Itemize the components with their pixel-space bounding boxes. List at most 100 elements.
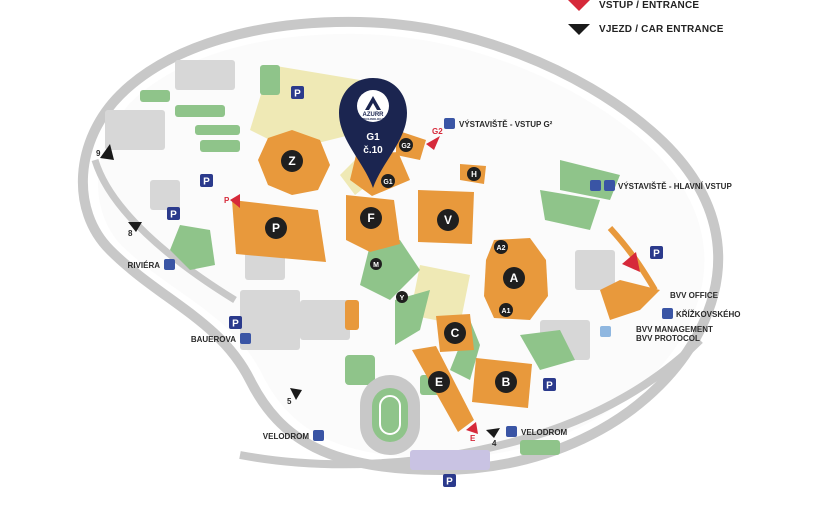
tram-icon [444,118,455,129]
car-entrance-5-icon [290,388,302,400]
car-entrance-8-label: 8 [128,229,133,238]
car-entrance-4-label: 4 [492,439,497,448]
legend-entrance: VSTUP / ENTRANCE [568,0,699,11]
entrance-p-label: P [224,196,230,205]
parking-icon: P [650,246,663,260]
marker-a1-label: A1 [502,308,511,315]
svg-text:P: P [294,89,301,100]
label-vystaviste-g2: VÝSTAVIŠTĚ - VSTUP G² [459,120,553,129]
marker-m-badge [370,258,382,270]
entrance-p-icon [230,194,240,208]
marker-y-label: Y [400,295,405,302]
outer-ring-road [77,16,724,476]
marker-y-badge [396,291,408,303]
marker-a1-badge [499,303,513,317]
tram-icon [506,426,517,437]
parking-icon: P [543,378,556,392]
svg-text:P: P [446,477,453,488]
car-entrance-9-label: 9 [96,149,101,158]
street-labels: VÝSTAVIŠTĚ - VSTUP G² VÝSTAVIŠTĚ - HLAVN… [128,120,741,441]
hall-p-badge [265,217,287,239]
parking-signs: P P P P P P P [167,86,663,488]
tram-icon [600,326,611,337]
tram-icon [313,430,324,441]
marker-h-label: H [471,170,477,179]
left-road [91,158,237,303]
entrance-g2-label: G2 [432,127,443,136]
label-velodrom-left: VELODROM [263,432,310,441]
hall-c-badge [444,322,466,344]
svg-text:P: P [653,249,660,260]
hall-z-badge [281,150,303,172]
hall-b-badge [495,371,517,393]
legend-entrance-label: VSTUP / ENTRANCE [599,0,700,11]
hall-e-label: E [435,375,443,389]
marker-g1-label: G1 [383,179,392,186]
parking-icon: P [200,174,213,188]
marker-h-badge [467,167,481,181]
marker-g2-badge [399,138,413,152]
car-entrance-8-icon [128,222,142,232]
hall-z-label: Z [288,154,295,168]
tram-icon [164,259,175,270]
hall-f-label: F [367,211,374,225]
marker-m-label: M [373,262,379,269]
label-krizkovskeho: KŘÍŽKOVSKÉHO [676,310,740,319]
hall-v-label: V [444,213,452,227]
parking-icon: P [443,474,456,488]
marker-g1-badge [381,174,395,188]
label-riviera: RIVIÉRA [128,261,161,270]
marker-g2-label: G2 [401,143,410,150]
legend-car-entrance-label: VJEZD / CAR ENTRANCE [599,24,724,35]
logo-text: AZURR [363,112,385,118]
logo-subtext: TECHNOLOGY [362,117,383,121]
hall-f-badge [360,207,382,229]
entrance-e-icon [466,422,478,434]
hall-p-label: P [272,221,280,235]
marker-a2-badge [494,240,508,254]
label-vystaviste-main: VÝSTAVIŠTĚ - HLAVNÍ VSTUP [618,182,732,191]
legend-car-entrance: VJEZD / CAR ENTRANCE [568,24,724,35]
location-pin[interactable]: AZURR TECHNOLOGY G1 č.10 [339,78,407,188]
hall-c-label: C [451,326,460,340]
label-bvv-office: BVV OFFICE [670,291,719,300]
pin-hall-label: G1 [366,132,380,143]
label-bvv-protocol: BVV PROTOCOL [636,334,700,343]
tram-icon [590,180,601,191]
pin-stand-label: č.10 [363,145,383,156]
transit-icons [164,118,673,441]
entrance-e-label: E [470,434,476,443]
velodrome-stadium [360,375,420,455]
entrances: G2 P E [224,127,640,443]
hall-v-badge [437,209,459,231]
svg-text:P: P [232,319,239,330]
svg-text:P: P [546,381,553,392]
entrance-legend-icon [568,0,590,11]
hall-a-label: A [510,271,519,285]
lower-road [239,337,703,469]
azurr-logo-icon [365,96,381,110]
marker-a2-label: A2 [497,245,506,252]
car-entrance-legend-icon [568,24,590,35]
tram-icon [604,180,615,191]
hall-bvv-shape [600,280,660,320]
svg-text:P: P [203,177,210,188]
hall-labels: Z P F V A C B E G1 G2 H A1 A2 M Y [265,138,525,393]
car-entrance-5-label: 5 [287,397,292,406]
entrance-g2-icon [426,136,440,150]
svg-text:P: P [170,210,177,221]
entrance-bvv-icon [622,252,640,272]
car-entrance-4-icon [486,428,500,438]
pin-marker-icon [339,78,407,188]
hall-e-badge [428,371,450,393]
label-bauerova: BAUEROVA [191,335,236,344]
hall-a-badge [503,267,525,289]
parking-icon: P [229,316,242,330]
car-entrances: 9 8 5 4 [96,144,500,448]
hall-b-label: B [502,375,511,389]
parking-icon: P [167,207,180,221]
tram-icon [240,333,251,344]
car-entrance-9-icon [100,144,114,160]
parking-icon: P [291,86,304,100]
